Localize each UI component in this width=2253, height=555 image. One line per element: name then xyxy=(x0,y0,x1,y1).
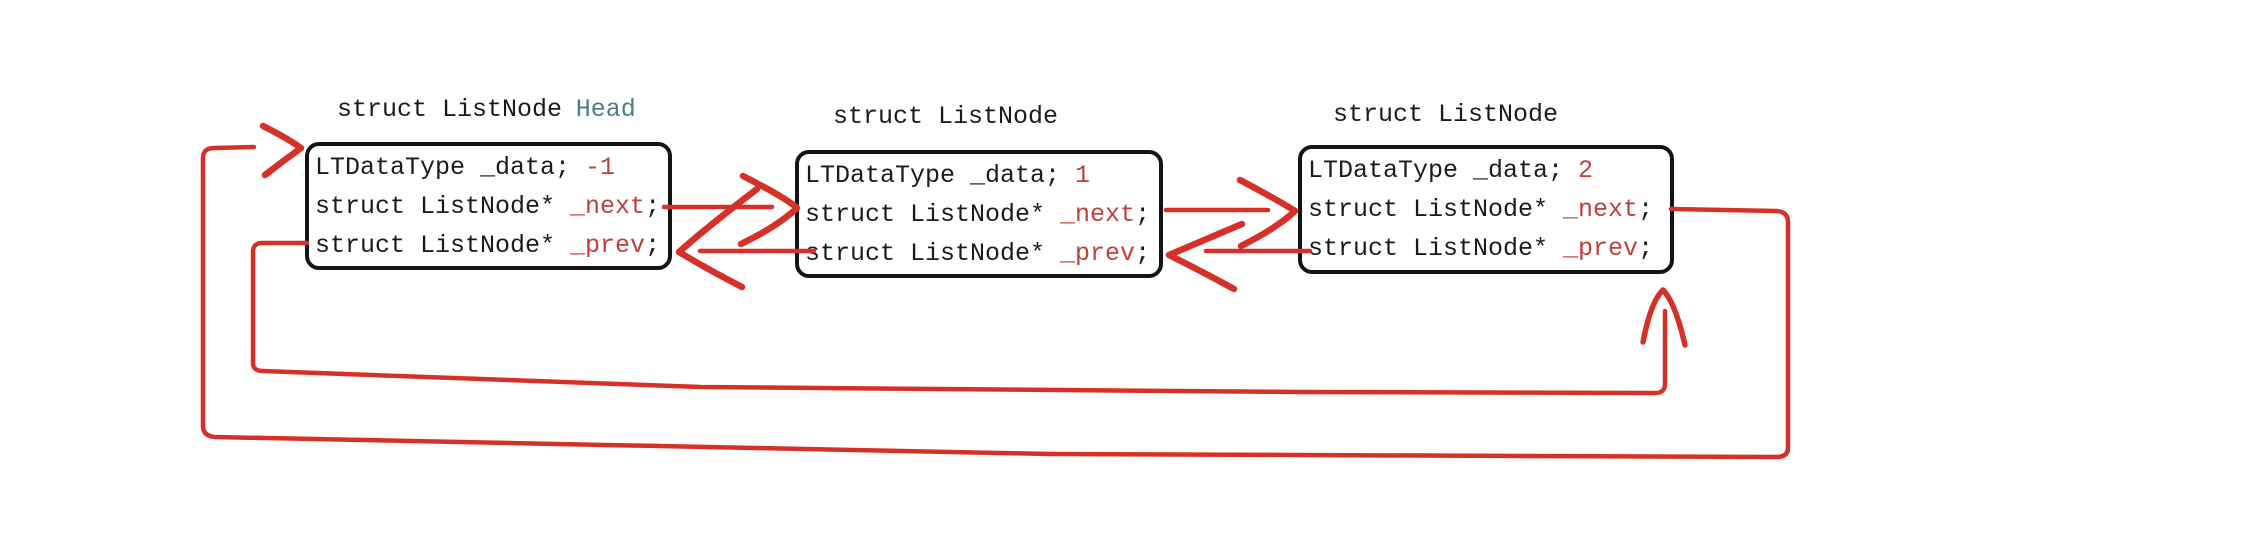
node-title-text: struct ListNode xyxy=(833,102,1059,131)
arrowhead-node2-next-icon xyxy=(1236,176,1299,250)
arrowhead-into-head-icon xyxy=(259,122,305,179)
field-decl: struct ListNode* xyxy=(805,239,1061,268)
field-decl: struct ListNode* xyxy=(805,200,1061,229)
prev-pointer-name: _prev xyxy=(570,231,646,260)
node-box: LTDataType _data; -1 struct ListNode* _n… xyxy=(305,142,672,270)
next-pointer-name: _next xyxy=(1563,195,1639,224)
field-decl: LTDataType _data; xyxy=(805,161,1076,190)
arrowhead-into-node3-icon xyxy=(1640,287,1688,348)
arrowhead-node2-prev-icon xyxy=(675,185,761,291)
data-value: 2 xyxy=(1578,156,1594,185)
field-end: ; xyxy=(645,192,661,221)
field-end: ; xyxy=(1638,234,1654,263)
node-title-text: struct ListNode xyxy=(1333,100,1559,129)
prev-field-row: struct ListNode* _prev; xyxy=(315,226,668,265)
node-title: struct ListNode Head xyxy=(337,96,636,124)
data-value: 1 xyxy=(1075,161,1091,190)
field-decl: struct ListNode* xyxy=(1308,195,1564,224)
node-title: struct ListNode xyxy=(1333,101,1558,129)
node-box: LTDataType _data; 2 struct ListNode* _ne… xyxy=(1298,145,1674,274)
head-label: Head xyxy=(575,95,636,124)
next-field-row: struct ListNode* _next; xyxy=(1308,190,1670,229)
field-end: ; xyxy=(1135,200,1151,229)
data-field-row: LTDataType _data; 2 xyxy=(1308,151,1670,190)
next-field-row: struct ListNode* _next; xyxy=(805,195,1159,234)
arrowhead-node1-next-icon xyxy=(737,172,801,248)
next-pointer-name: _next xyxy=(570,192,646,221)
prev-pointer-name: _prev xyxy=(1060,239,1136,268)
next-pointer-name: _next xyxy=(1060,200,1136,229)
next-field-row: struct ListNode* _next; xyxy=(315,187,668,226)
prev-field-row: struct ListNode* _prev; xyxy=(805,234,1159,273)
field-end: ; xyxy=(1638,195,1654,224)
arrowhead-node3-prev-icon xyxy=(1165,220,1246,293)
node-title: struct ListNode xyxy=(833,103,1058,131)
data-field-row: LTDataType _data; 1 xyxy=(805,156,1159,195)
field-end: ; xyxy=(1135,239,1151,268)
field-decl: struct ListNode* xyxy=(315,231,571,260)
data-field-row: LTDataType _data; -1 xyxy=(315,148,668,187)
prev-pointer-name: _prev xyxy=(1563,234,1639,263)
field-decl: LTDataType _data; xyxy=(1308,156,1579,185)
data-value: -1 xyxy=(585,153,616,182)
field-decl: struct ListNode* xyxy=(1308,234,1564,263)
prev-field-row: struct ListNode* _prev; xyxy=(1308,229,1670,268)
field-end: ; xyxy=(645,231,661,260)
node-title-text: struct ListNode xyxy=(337,95,563,124)
field-decl: struct ListNode* xyxy=(315,192,571,221)
node-box: LTDataType _data; 1 struct ListNode* _ne… xyxy=(795,150,1163,278)
field-decl: LTDataType _data; xyxy=(315,153,586,182)
